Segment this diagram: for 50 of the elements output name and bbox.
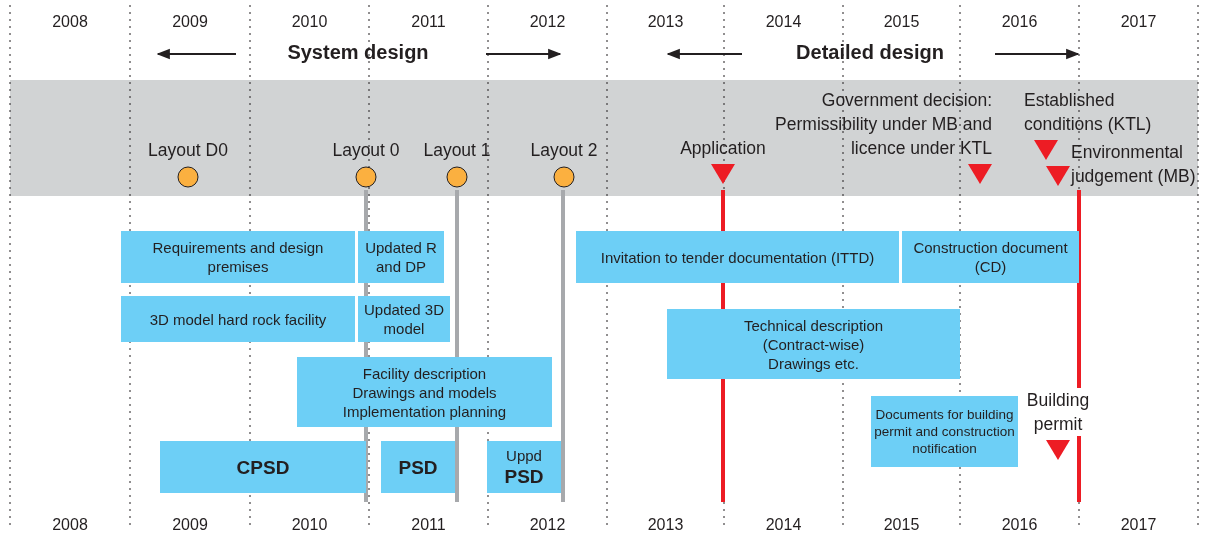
year-label: 2016 bbox=[1000, 12, 1039, 32]
task-bar bbox=[667, 309, 960, 379]
year-label: 2010 bbox=[290, 515, 329, 535]
year-label: 2014 bbox=[764, 515, 803, 535]
task-bar: Updated 3D model bbox=[358, 296, 450, 342]
task-bar bbox=[487, 441, 561, 493]
task-bar: CPSD bbox=[160, 441, 366, 493]
year-label: 2013 bbox=[646, 12, 685, 32]
decision-label: Established conditions (KTL) bbox=[1024, 89, 1153, 136]
task-bar: Updated R and DP bbox=[358, 231, 444, 283]
task-bar: Invitation to tender documentation (ITTD) bbox=[576, 231, 899, 283]
milestone-label: Layout D0 bbox=[147, 139, 229, 162]
bar-text: PSD bbox=[504, 464, 544, 489]
year-label: 2013 bbox=[646, 515, 685, 535]
year-label: 2017 bbox=[1119, 12, 1158, 32]
year-label: 2014 bbox=[764, 12, 803, 32]
phase-title: System design bbox=[286, 40, 430, 64]
task-bar: 3D model hard rock facility bbox=[121, 296, 355, 342]
year-label: 2009 bbox=[171, 515, 209, 535]
year-label: 2010 bbox=[290, 12, 329, 32]
year-label: 2008 bbox=[51, 12, 89, 32]
bar-text: (Contract-wise) bbox=[762, 334, 865, 354]
decision-label: Government decision: Permissibility under MB and licence under KTL bbox=[774, 89, 992, 160]
year-label: 2015 bbox=[882, 515, 921, 535]
task-bar bbox=[297, 357, 552, 427]
bar-text: Technical description bbox=[743, 315, 884, 335]
task-bar: Documents for building permit and construction notification bbox=[871, 396, 1018, 467]
decision-label: Application bbox=[679, 137, 767, 160]
year-label: 2015 bbox=[882, 12, 921, 32]
decision-label: Environmental judgement (MB) bbox=[1071, 141, 1197, 188]
milestone-label: Layout 2 bbox=[529, 139, 599, 162]
task-bar: Requirements and design premises bbox=[121, 231, 355, 283]
bar-text: Drawings etc. bbox=[768, 353, 859, 373]
bar-text: Drawings and models bbox=[352, 382, 497, 402]
bar-text: Implementation planning bbox=[342, 401, 507, 421]
year-label: 2017 bbox=[1119, 515, 1158, 535]
task-bar: Construction document (CD) bbox=[902, 231, 1079, 283]
task-bar: PSD bbox=[381, 441, 455, 493]
year-label: 2008 bbox=[51, 515, 89, 535]
milestone-label: Layout 1 bbox=[422, 139, 492, 162]
bar-text: Uppd bbox=[506, 445, 542, 465]
bar-text: Facility description bbox=[362, 363, 487, 383]
year-label: 2012 bbox=[528, 12, 567, 32]
year-label: 2011 bbox=[410, 515, 447, 535]
phase-title: Detailed design bbox=[795, 40, 945, 64]
milestone-label: Layout 0 bbox=[331, 139, 401, 162]
year-label: 2012 bbox=[528, 515, 567, 535]
year-label: 2016 bbox=[1000, 515, 1039, 535]
year-label: 2009 bbox=[171, 12, 209, 32]
year-label: 2011 bbox=[410, 12, 447, 32]
